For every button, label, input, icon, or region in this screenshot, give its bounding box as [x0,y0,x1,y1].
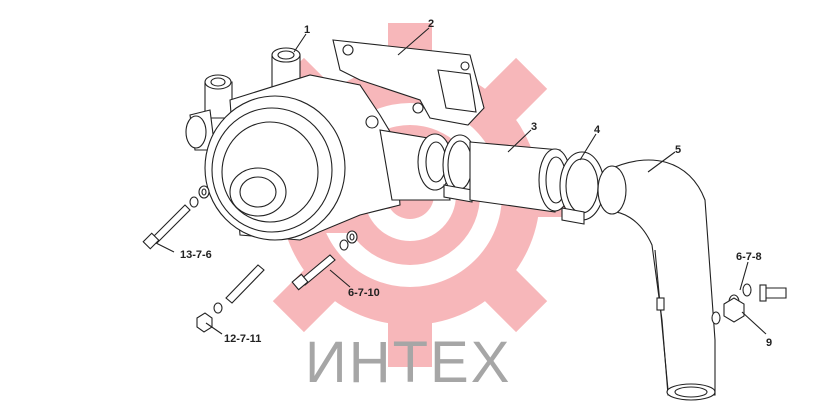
water-pump-part-1 [185,47,453,241]
watermark-text: ИНТЕХ [305,330,511,395]
label-part-9: 9 [766,337,772,349]
part-number-labels: 1 2 3 4 5 6-7-8 9 6-7-10 13-7-6 12-7-11 [180,18,772,349]
hose-clamp-left [442,134,478,203]
label-part-13-7-6: 13-7-6 [180,249,212,261]
label-part-6-7-10: 6-7-10 [348,287,380,299]
hose-part-3 [469,141,572,213]
bolt-set-6-7-10 [291,230,358,291]
leader-lines [155,27,767,335]
label-part-4: 4 [594,124,601,136]
bolt-set-13-7-6 [142,185,210,250]
label-part-5: 5 [675,144,681,156]
label-part-6-7-8: 6-7-8 [736,251,762,263]
hose-clamp-part-4 [559,151,605,225]
label-part-1: 1 [304,24,310,36]
plug-part-9 [723,297,745,323]
label-part-2: 2 [428,18,434,30]
label-part-12-7-11: 12-7-11 [224,333,261,345]
gasket-plate-part-2 [332,39,485,126]
label-part-3: 3 [531,121,537,133]
elbow-pipe-part-5 [597,159,721,401]
stud-set-12-7-11 [196,264,265,333]
